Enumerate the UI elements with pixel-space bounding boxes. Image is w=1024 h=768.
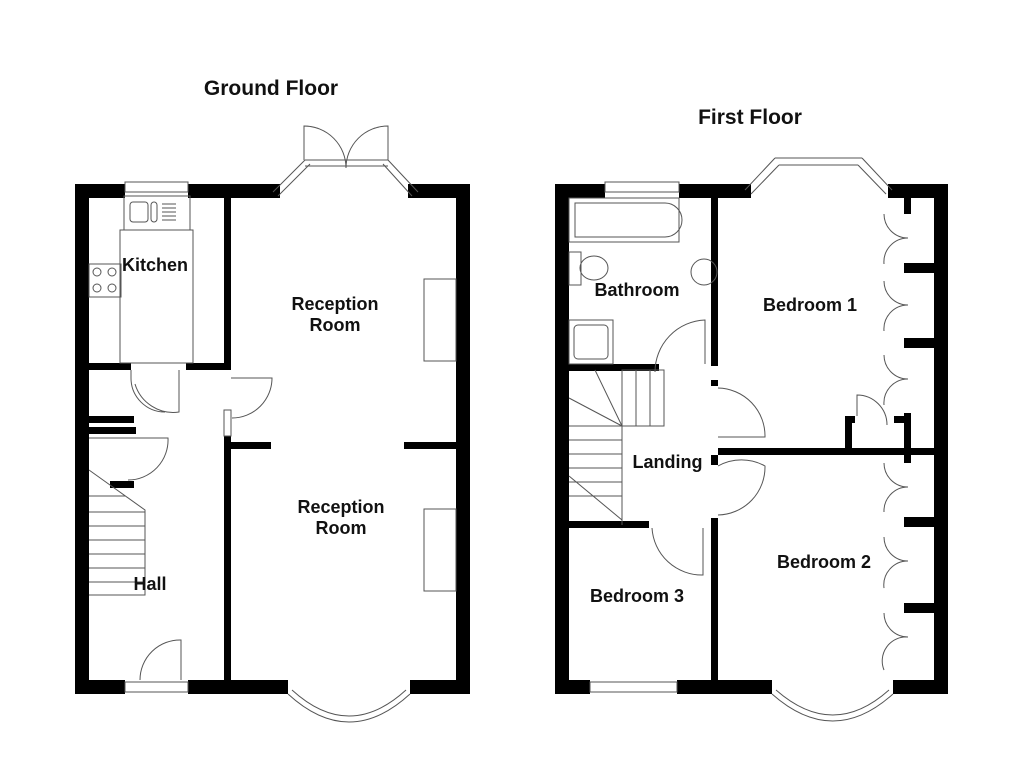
gf-reception-divider-l <box>231 442 271 449</box>
front-door-step <box>124 681 189 693</box>
gf-bottom-wall-right <box>410 680 470 694</box>
toilet-icon <box>579 255 609 281</box>
ff-top-wall-l <box>555 184 605 198</box>
bath-tub <box>568 197 680 243</box>
gf-hall-reception-wall <box>224 436 231 684</box>
cupboard-wall-lt <box>845 416 855 423</box>
drainer-icon <box>150 201 158 223</box>
hob-unit <box>88 263 122 298</box>
ff-stub-2 <box>711 455 718 465</box>
toilet-cistern <box>568 251 582 286</box>
gf-kitchen-reception-wall <box>224 196 231 366</box>
room-label-landing: Landing <box>632 452 703 472</box>
room-label-reception-lower: Reception Room <box>297 497 385 538</box>
ff-bottom-wall-r <box>893 680 948 694</box>
room-label-bedroom-2: Bedroom 2 <box>776 552 872 572</box>
shower-icon <box>573 324 609 360</box>
shower-tray <box>568 319 614 365</box>
drainer-lines-icon <box>162 203 176 221</box>
gf-bottom-wall-mid <box>188 680 288 694</box>
ff-bed1-bed2-wall <box>718 448 934 455</box>
gf-stairs <box>88 469 146 596</box>
ff-stairs <box>568 369 665 525</box>
gf-kitchen-window <box>124 181 189 193</box>
bedroom3-window <box>589 681 678 693</box>
bed2-bay-window <box>771 689 894 722</box>
ff-left-wall <box>555 184 569 694</box>
wardrobe2-wall-1 <box>904 455 911 463</box>
bed1-wardrobe-doors <box>856 213 909 426</box>
hob-icon <box>92 267 117 293</box>
ff-bath-bottom-wall <box>569 364 659 371</box>
room-label-hall: Hall <box>133 574 167 594</box>
wardrobe2-wall-2 <box>904 517 934 527</box>
basin-icon <box>690 258 718 286</box>
gf-cupboard-wall-2 <box>89 427 136 434</box>
fireplace-lower <box>423 508 457 592</box>
kitchen-worktop <box>119 229 194 364</box>
wardrobe-wall-3 <box>904 338 934 348</box>
ff-bottom-wall-m <box>677 680 772 694</box>
bathroom-window <box>604 181 680 193</box>
wardrobe-wall-1 <box>904 196 911 214</box>
gf-top-wall-right <box>408 184 470 198</box>
ff-right-wall <box>934 184 948 694</box>
bed1-door-swing <box>717 387 766 438</box>
gf-kitchen-bottom-wall-r <box>186 363 231 370</box>
ff-top-wall-m <box>679 184 751 198</box>
front-door-swing <box>139 639 182 681</box>
gf-cupboard-wall-1 <box>89 416 134 423</box>
ff-bottom-wall-l <box>555 680 590 694</box>
ff-bed3-bed2-wall <box>711 518 718 680</box>
gf-top-wall-left <box>75 184 125 198</box>
bathroom-door-swing <box>654 319 706 373</box>
first-floor-plan <box>555 157 948 722</box>
cupboard-door-swing <box>89 437 169 481</box>
ground-floor-plan <box>75 125 470 723</box>
radiator-icon <box>223 409 232 437</box>
gf-top-wall-mid <box>188 184 280 198</box>
ff-bed3-top-wall <box>569 521 649 528</box>
gf-reception-divider-r <box>404 442 458 449</box>
room-label-kitchen: Kitchen <box>121 255 188 275</box>
bed3-door-swing <box>651 527 704 576</box>
room-label-bedroom-1: Bedroom 1 <box>762 295 858 315</box>
gf-kitchen-bottom-wall-l <box>89 363 131 370</box>
wardrobe-wall-4 <box>904 413 911 455</box>
first-floor-title: First Floor <box>698 106 802 129</box>
bed1-bay-window <box>744 157 893 195</box>
gf-right-wall <box>456 184 470 694</box>
bed2-door-swing <box>717 459 766 516</box>
ground-floor-title: Ground Floor <box>203 77 339 100</box>
ff-bath-bed1-wall <box>711 196 718 366</box>
french-doors <box>272 125 419 197</box>
gf-bottom-wall-left <box>75 680 125 694</box>
bath-icon <box>574 202 683 238</box>
cupboard-wall-l <box>845 416 852 450</box>
bed2-wardrobe-doors <box>881 462 909 671</box>
ff-top-wall-r <box>888 184 948 198</box>
reception-door-swing <box>231 377 273 419</box>
room-label-reception-upper: Reception Room <box>291 294 379 335</box>
sink-icon <box>129 201 149 223</box>
room-label-bedroom-3: Bedroom 3 <box>589 586 685 606</box>
cupboard-wall-rt <box>894 416 911 423</box>
wardrobe2-wall-3 <box>904 603 934 613</box>
kitchen-door-swing <box>130 370 180 413</box>
gf-left-wall <box>75 184 89 694</box>
wardrobe-wall-2 <box>904 263 934 273</box>
ff-wall-stub <box>711 380 718 386</box>
gf-stair-wall <box>110 481 134 488</box>
gf-bay-window <box>287 689 411 723</box>
fireplace-upper <box>423 278 457 362</box>
room-label-bathroom: Bathroom <box>594 280 680 300</box>
